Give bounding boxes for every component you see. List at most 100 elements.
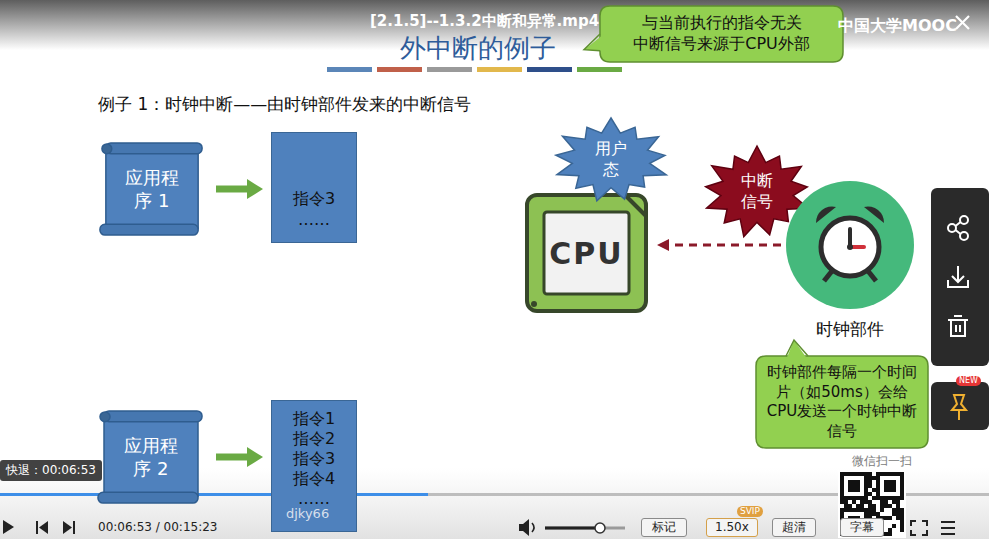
- qr-cell: [892, 524, 896, 528]
- node-text: 指令3 ……: [288, 189, 339, 231]
- clock-disc: [786, 181, 914, 309]
- scroll-curl: [102, 144, 112, 154]
- next-triangle: [63, 521, 72, 534]
- download-shaft: [957, 266, 959, 282]
- callout-body: [600, 6, 843, 62]
- program-scroll: 应用程序 1: [98, 140, 206, 238]
- control-button: 超清: [772, 518, 816, 537]
- program-scroll: 应用程序 2: [96, 408, 206, 506]
- clock-leg: [824, 271, 832, 281]
- burst-shape: [556, 118, 666, 201]
- color-bar: [327, 67, 372, 72]
- clock-unit: 时钟部件: [785, 180, 915, 310]
- bin-handle: [954, 315, 962, 317]
- callout-bubble: 时钟部件每隔一个时间片（如50ms）会给CPU发送一个时钟中断信号: [756, 356, 928, 448]
- qr-cell: [872, 508, 876, 512]
- qr-finder-core: [884, 480, 896, 492]
- qr-cell: [880, 504, 884, 508]
- scroll-roll: [104, 411, 202, 422]
- qr-cell: [872, 504, 876, 508]
- qr-cell: [888, 516, 892, 520]
- qr-cell: [868, 504, 872, 508]
- qr-ground: [838, 470, 906, 538]
- cpu-chip: CPU: [524, 192, 649, 314]
- qr-cell: [900, 528, 904, 532]
- side-panel: [931, 188, 989, 366]
- delete-icon: [948, 316, 968, 336]
- title-bars: [327, 67, 622, 72]
- volume-knob: [595, 523, 605, 533]
- qr-cell: [876, 512, 880, 516]
- callout-body: [756, 356, 928, 448]
- share-icon: [948, 216, 968, 240]
- color-bar: [377, 67, 422, 72]
- share-link: [956, 222, 961, 226]
- list-line: [941, 527, 955, 529]
- list-icon: [941, 522, 955, 534]
- qr-cell: [872, 512, 876, 516]
- qr-cell: [844, 500, 848, 504]
- qr-cell: [868, 508, 872, 512]
- fullscreen-icon: [911, 521, 927, 535]
- node-text: 应用程序 2: [121, 434, 180, 481]
- callout-tail-edge: [584, 34, 600, 51]
- qr-cell: [892, 508, 896, 512]
- qr-cell: [892, 500, 896, 504]
- qr-finder: [842, 474, 866, 498]
- scroll-body: [104, 418, 198, 496]
- clock-face: [821, 218, 879, 276]
- download-head: [952, 276, 964, 282]
- qr-cell: [880, 500, 884, 504]
- pin-panel: [931, 382, 989, 430]
- qr-cell: [900, 508, 904, 512]
- callout-tail-edge: [786, 340, 808, 356]
- qr-finder-core: [848, 480, 860, 492]
- qr-cell: [896, 512, 900, 516]
- qr-cell: [880, 508, 884, 512]
- qr-cell: [868, 480, 872, 484]
- bin-body: [951, 320, 965, 336]
- clock-outline: [785, 180, 915, 310]
- seek-tooltip: 快退：00:06:53: [0, 460, 102, 481]
- close-icon: [956, 16, 969, 29]
- list-line: [941, 521, 955, 523]
- progress-fill: [0, 493, 428, 496]
- play-icon: [3, 520, 14, 534]
- share-node: [960, 216, 968, 224]
- download-icon: [948, 266, 968, 287]
- qr-cell: [860, 504, 864, 508]
- qr-cell: [888, 504, 892, 508]
- clock-pivot: [847, 244, 853, 250]
- chip-body: [527, 195, 646, 311]
- watermark: djky66: [286, 506, 329, 522]
- node-text: 中断信号: [740, 171, 774, 213]
- qr-cell: [892, 512, 896, 516]
- pin-icon: [952, 395, 966, 420]
- qr-cell: [872, 496, 876, 500]
- node-text: 用户态: [594, 139, 628, 181]
- qr-cell: [868, 484, 872, 488]
- qr-cell: [900, 512, 904, 516]
- volume-track: [545, 527, 625, 530]
- logo-text: 中国大学MOOC: [838, 16, 957, 36]
- share-node: [948, 224, 956, 232]
- qr-cell: [868, 492, 872, 496]
- scroll-roll: [100, 224, 198, 235]
- qr-cell: [844, 504, 848, 508]
- scroll-outline: [96, 408, 206, 506]
- color-bar: [477, 67, 522, 72]
- scroll-outline: [98, 140, 206, 238]
- sound-wave: [532, 523, 534, 532]
- qr-cell: [868, 472, 872, 476]
- qr-cell: [872, 476, 876, 480]
- list-line: [941, 533, 955, 535]
- fullscreen-corners: [911, 521, 927, 535]
- instruction-box: 指令3 ……: [271, 132, 357, 243]
- node-text: 时钟部件每隔一个时间片（如50ms）会给CPU发送一个时钟中断信号: [766, 363, 918, 441]
- arrow-connector: [216, 454, 247, 461]
- qr-cell: [864, 500, 868, 504]
- new-badge: NEW: [956, 376, 981, 386]
